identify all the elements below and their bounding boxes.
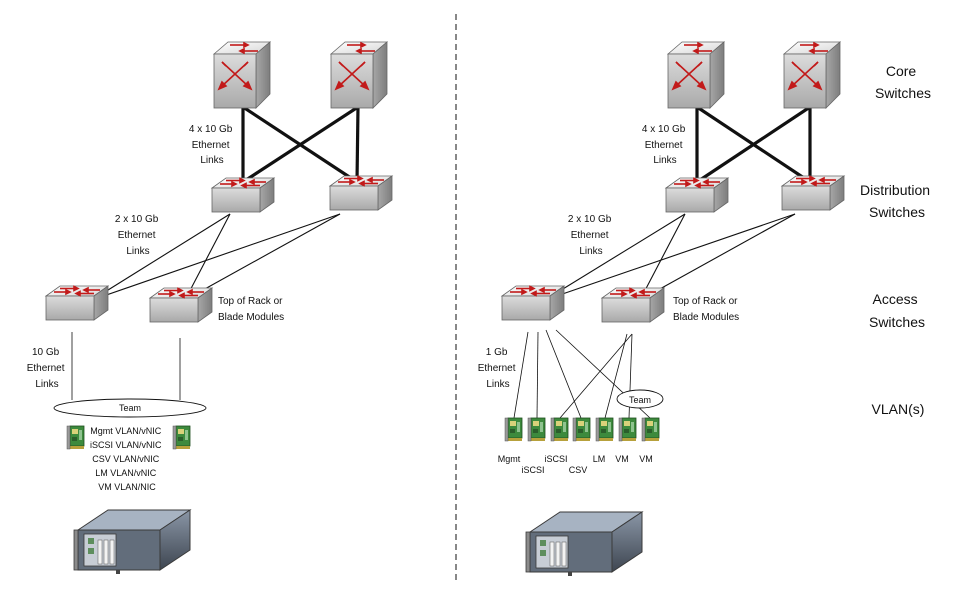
- right-nic-iscsi-1: [527, 417, 546, 442]
- right-access-label: Top of Rack or Blade Modules: [673, 296, 740, 323]
- left-panel: 4 x 10 Gb Ethernet Links 2 x 10 Gb Ether…: [27, 41, 393, 575]
- left-core-dist-links: [241, 105, 360, 184]
- left-nic-2: [172, 425, 191, 450]
- tier-label-distribution: Distribution Switches: [860, 182, 934, 220]
- tier-label-vlan: VLAN(s): [872, 401, 925, 417]
- left-team-ellipse: [53, 398, 207, 418]
- left-dist-link-label: 2 x 10 Gb Ethernet Links: [115, 214, 161, 257]
- left-team-label: Team: [119, 403, 141, 413]
- left-core-switch-2: [330, 41, 388, 109]
- right-core-dist-links: [695, 105, 812, 184]
- left-distribution-switch-1: [211, 177, 275, 213]
- right-server-link-label: 1 Gb Ethernet Links: [478, 347, 519, 390]
- left-access-team-links: [71, 332, 181, 400]
- tier-labels: Core Switches Distribution Switches Acce…: [860, 63, 934, 417]
- right-core-switch-2: [783, 41, 841, 109]
- right-dist-link-label: 2 x 10 Gb Ethernet Links: [568, 214, 614, 257]
- tier-label-access: Access Switches: [869, 291, 925, 330]
- left-server-icon: [73, 509, 191, 575]
- right-access-switch-1: [501, 285, 565, 321]
- left-access-switch-1: [45, 285, 109, 321]
- left-core-switch-1: [213, 41, 271, 109]
- left-access-switch-2: [149, 287, 213, 323]
- right-nic-label-csv: CSV: [569, 465, 588, 475]
- right-team-label: Team: [629, 395, 651, 405]
- left-vlan-list: Mgmt VLAN/vNIC iSCSI VLAN/vNIC CSV VLAN/…: [90, 426, 164, 492]
- right-nic-lm: [595, 417, 614, 442]
- right-nic-label-vm-2: VM: [639, 454, 653, 464]
- right-nic-vm-1: [618, 417, 637, 442]
- left-access-label: Top of Rack or Blade Modules: [218, 296, 285, 323]
- right-team-ellipse: [616, 389, 664, 409]
- right-nic-label-iscsi-2: iSCSI: [544, 454, 567, 464]
- right-dist-access-links: [544, 213, 796, 301]
- left-dist-access-links: [91, 213, 341, 301]
- right-distribution-switch-2: [781, 175, 845, 211]
- right-nic-label-vm-1: VM: [615, 454, 629, 464]
- right-server-icon: [525, 511, 643, 577]
- right-access-switch-2: [601, 287, 665, 323]
- left-distribution-switch-2: [329, 175, 393, 211]
- right-core-switch-1: [667, 41, 725, 109]
- right-core-link-label: 4 x 10 Gb Ethernet Links: [642, 124, 688, 166]
- right-nic-mgmt: [504, 417, 523, 442]
- right-nic-label-mgmt: Mgmt: [498, 454, 521, 464]
- right-nic-label-lm: LM: [593, 454, 606, 464]
- right-nic-vm-2: [641, 417, 660, 442]
- right-panel: 4 x 10 Gb Ethernet Links 2 x 10 Gb Ether…: [478, 41, 845, 577]
- right-nic-iscsi-2: [550, 417, 569, 442]
- right-distribution-switch-1: [665, 177, 729, 213]
- right-nic-csv: [572, 417, 591, 442]
- left-core-link-label: 4 x 10 Gb Ethernet Links: [189, 124, 235, 166]
- left-server-link-label: 10 Gb Ethernet Links: [27, 347, 68, 390]
- right-nic-label-iscsi-1: iSCSI: [521, 465, 544, 475]
- tier-label-core: Core Switches: [875, 63, 931, 101]
- left-nic-1: [66, 425, 85, 450]
